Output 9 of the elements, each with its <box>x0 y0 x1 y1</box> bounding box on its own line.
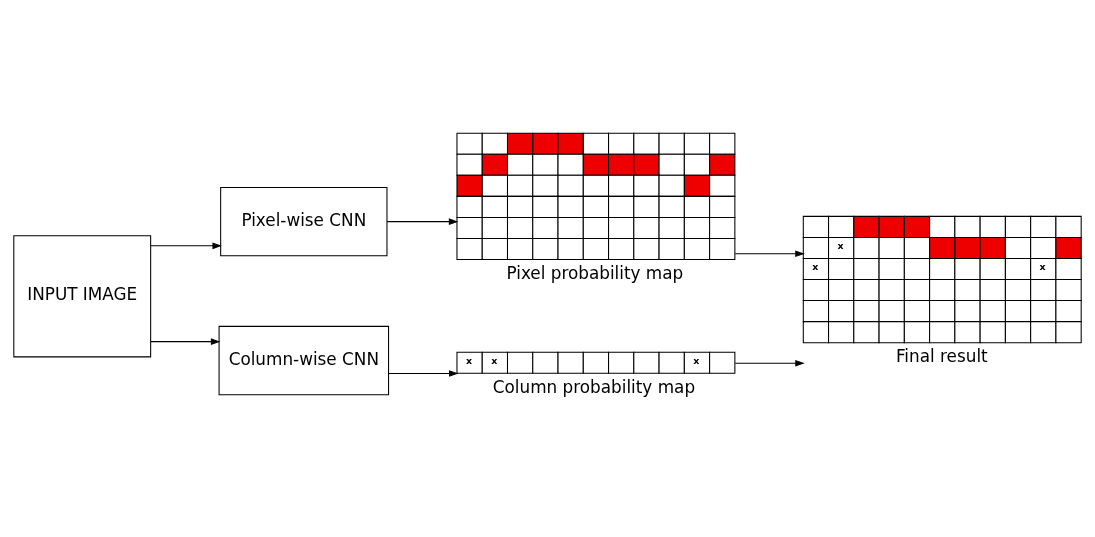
node-label: Column probability map <box>492 376 696 397</box>
node-label: Pixel probability map <box>506 262 684 283</box>
label: x <box>491 354 498 366</box>
label: x <box>465 354 473 366</box>
label: x <box>812 260 819 272</box>
label: x <box>837 239 844 251</box>
label: x <box>693 354 700 366</box>
node-label: Final result <box>895 345 988 366</box>
label: x <box>1039 260 1046 272</box>
